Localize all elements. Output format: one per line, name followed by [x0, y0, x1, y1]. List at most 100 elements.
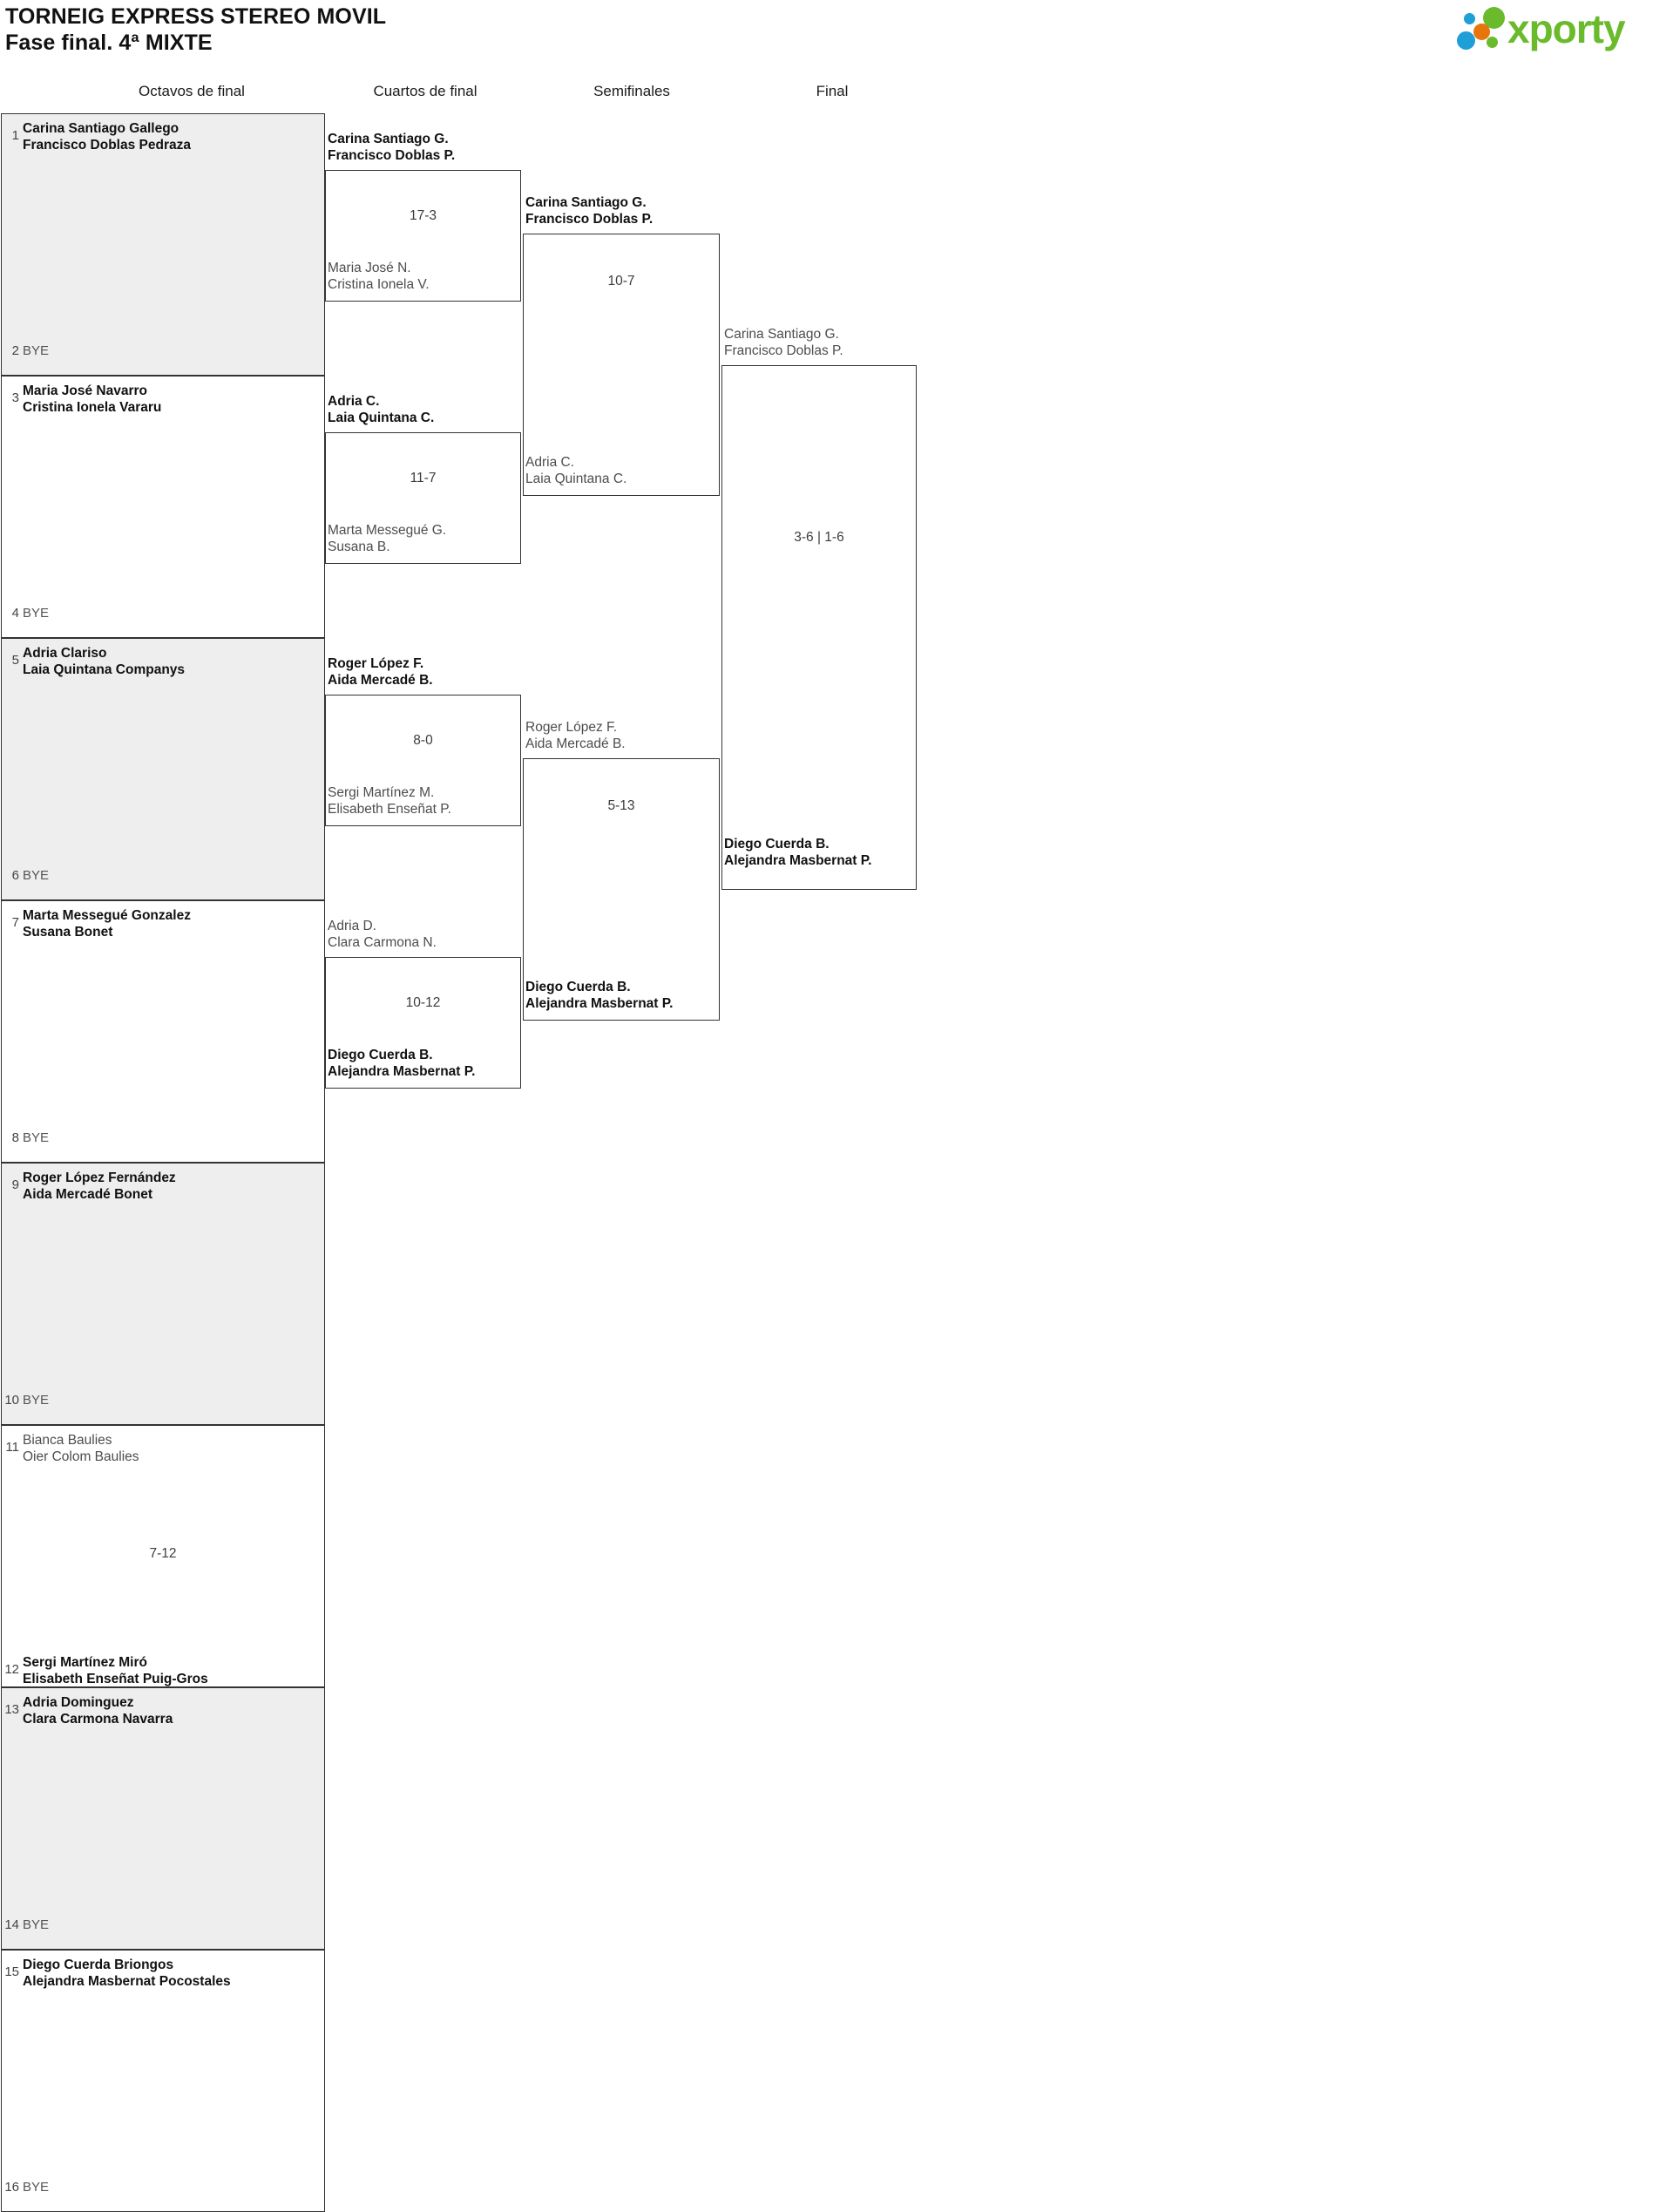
team-player-name: Aida Mercadé Bonet: [23, 1187, 153, 1202]
semifinal-team-top[interactable]: Roger López F.Aida Mercadé B.: [525, 719, 626, 752]
team-player-name: BYE: [23, 2180, 50, 2195]
team-player-name: Sergi Martínez Miró: [23, 1655, 147, 1670]
team-player-name: Alejandra Masbernat P.: [328, 1064, 476, 1079]
round16-team-bottom[interactable]: BYE: [23, 2179, 49, 2195]
quarterfinal-match-box[interactable]: [325, 432, 521, 564]
seed-number: 12: [4, 1662, 19, 1677]
round16-team-bottom[interactable]: BYE: [23, 1917, 49, 1933]
team-player-name: Elisabeth Enseñat P.: [328, 802, 451, 817]
team-player-name: Diego Cuerda B.: [328, 1048, 433, 1062]
seed-number: 2: [11, 343, 19, 358]
semifinal-team-bottom[interactable]: Diego Cuerda B.Alejandra Masbernat P.: [525, 979, 673, 1012]
semifinal-score: 5-13: [607, 797, 635, 813]
seed-number: 16: [4, 2180, 19, 2195]
round-header-quarterfinals: Cuartos de final: [373, 83, 478, 99]
team-player-name: Clara Carmona Navarra: [23, 1712, 173, 1727]
team-player-name: BYE: [23, 868, 50, 883]
seed-number: 14: [4, 1917, 19, 1932]
seed-number: 4: [11, 606, 19, 621]
team-player-name: BYE: [23, 1393, 50, 1408]
logo-dot-blue-large-icon: [1457, 31, 1475, 50]
logo-dot-orange-icon: [1473, 24, 1490, 40]
page-header: TORNEIG EXPRESS STEREO MOVIL Fase final.…: [0, 0, 1673, 70]
round16-team-bottom[interactable]: BYE: [23, 605, 49, 621]
team-player-name: Adria Clariso: [23, 646, 107, 661]
final-score: 3-6 | 1-6: [794, 530, 844, 545]
team-player-name: Maria José N.: [328, 261, 411, 275]
quarterfinal-team-bottom[interactable]: Sergi Martínez M. Elisabeth Enseñat P.: [328, 784, 451, 818]
team-player-name: Carina Santiago Gallego: [23, 121, 179, 136]
round-header-final: Final: [816, 83, 849, 99]
logo-wordmark: xporty: [1507, 6, 1626, 51]
final-team-bottom[interactable]: Diego Cuerda B.Alejandra Masbernat P.: [724, 836, 871, 869]
quarterfinal-match-box[interactable]: [325, 695, 521, 826]
quarterfinal-team-bottom[interactable]: Marta Messegué G.Susana B.: [328, 522, 446, 555]
team-player-name: BYE: [23, 343, 50, 358]
seed-number: 1: [11, 128, 19, 143]
team-player-name: Bianca Baulies: [23, 1433, 112, 1448]
final-match-box[interactable]: [721, 365, 917, 890]
quarterfinal-team-top[interactable]: Carina Santiago G.Francisco Doblas P.: [328, 131, 455, 164]
quarterfinal-team-bottom[interactable]: Diego Cuerda B. Alejandra Masbernat P.: [328, 1047, 475, 1080]
quarterfinal-team-top[interactable]: Adria D.Clara Carmona N.: [328, 918, 437, 951]
team-player-name: Diego Cuerda B.: [724, 837, 830, 852]
seed-number: 7: [11, 915, 19, 930]
team-player-name: Susana Bonet: [23, 925, 113, 940]
final-team-top[interactable]: Carina Santiago G.Francisco Doblas P.: [724, 326, 843, 359]
semifinal-team-top[interactable]: Carina Santiago G.Francisco Doblas P.: [525, 194, 653, 227]
round16-team-bottom[interactable]: BYE: [23, 1130, 49, 1146]
team-player-name: Elisabeth Enseñat Puig-Gros: [23, 1672, 208, 1686]
team-player-name: Clara Carmona N.: [328, 935, 437, 950]
team-player-name: Oier Colom Baulies: [23, 1449, 139, 1464]
round16-match-box[interactable]: [1, 113, 325, 376]
team-player-name: Diego Cuerda B.: [525, 980, 631, 994]
quarterfinal-team-bottom[interactable]: Maria José N. Cristina Ionela V.: [328, 260, 430, 293]
round16-team-bottom[interactable]: BYE: [23, 867, 49, 884]
quarterfinal-match-box[interactable]: [325, 170, 521, 302]
round16-score: 7-12: [149, 1545, 177, 1561]
seed-number: 11: [5, 1440, 19, 1455]
round-header-semifinals: Semifinales: [593, 83, 670, 99]
team-player-name: Sergi Martínez M.: [328, 785, 435, 800]
semifinal-team-bottom[interactable]: Adria C.Laia Quintana C.: [525, 454, 627, 487]
round16-match-box[interactable]: [1, 900, 325, 1163]
logo-dot-blue-small-icon: [1464, 13, 1475, 24]
round16-match-box[interactable]: [1, 638, 325, 900]
team-player-name: Laia Quintana C.: [525, 472, 627, 486]
quarterfinal-score: 8-0: [413, 732, 433, 748]
team-player-name: Alejandra Masbernat Pocostales: [23, 1974, 231, 1989]
quarterfinal-match-box[interactable]: [325, 957, 521, 1089]
team-player-name: Marta Messegué Gonzalez: [23, 908, 191, 923]
xporty-logo[interactable]: xporty: [1457, 3, 1657, 54]
team-player-name: Cristina Ionela Vararu: [23, 400, 162, 415]
team-player-name: Adria Dominguez: [23, 1695, 134, 1710]
round16-team-bottom[interactable]: BYE: [23, 1392, 49, 1408]
team-player-name: Aida Mercadé B.: [525, 736, 626, 751]
round16-team-bottom[interactable]: BYE: [23, 343, 49, 359]
quarterfinal-team-top[interactable]: Adria C.Laia Quintana C.: [328, 393, 434, 426]
seed-number: 3: [11, 390, 19, 405]
round16-match-box[interactable]: [1, 376, 325, 638]
semifinal-match-box[interactable]: [523, 758, 720, 1021]
logo-dot-green-small-icon: [1487, 37, 1498, 48]
team-player-name: Roger López F.: [328, 656, 424, 671]
team-player-name: Carina Santiago G.: [724, 327, 839, 342]
semifinal-match-box[interactable]: [523, 234, 720, 496]
team-player-name: Marta Messegué G.: [328, 523, 447, 538]
team-player-name: Cristina Ionela V.: [328, 277, 430, 292]
team-player-name: Laia Quintana C.: [328, 411, 435, 425]
seed-number: 6: [11, 868, 19, 883]
team-player-name: Francisco Doblas P.: [328, 148, 456, 163]
seed-number: 8: [11, 1130, 19, 1145]
quarterfinal-team-top[interactable]: Roger López F.Aida Mercadé B.: [328, 655, 433, 689]
seed-number: 9: [11, 1177, 19, 1192]
